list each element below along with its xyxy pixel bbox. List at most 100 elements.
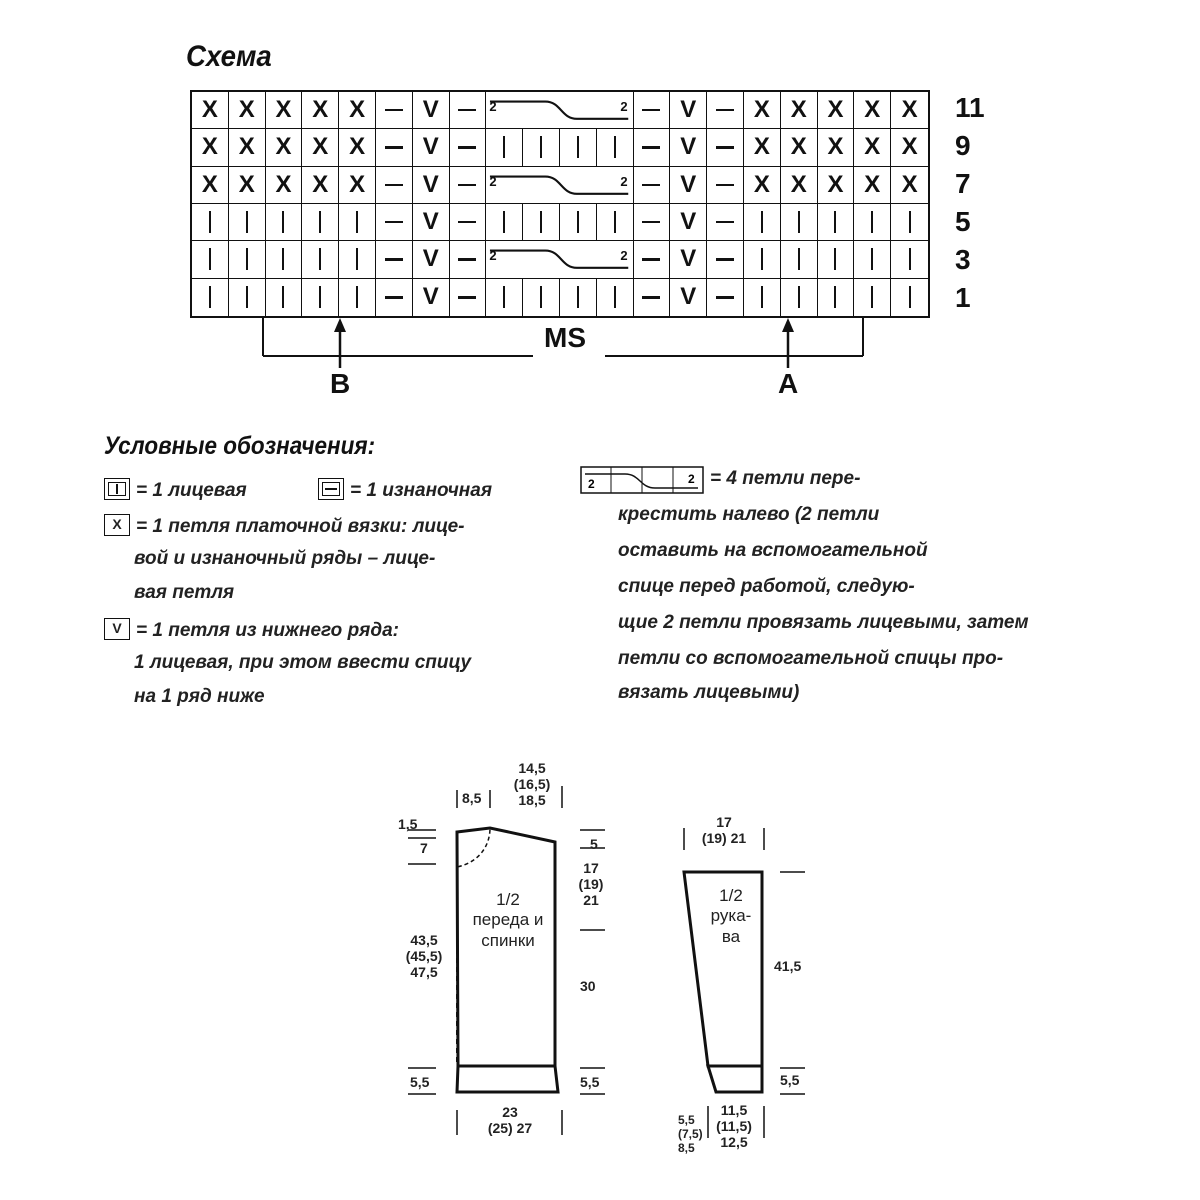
garter-symbol-icon: X	[201, 96, 218, 124]
chart-cell-garter: X	[817, 92, 855, 130]
chart-cell-knit	[523, 203, 560, 242]
garter-symbol-icon: X	[312, 96, 329, 124]
knit-symbol-icon	[319, 211, 322, 234]
chart-cell-garter: X	[265, 129, 303, 167]
knit-symbol-icon	[613, 211, 616, 234]
chart-cell-v: V	[670, 166, 708, 204]
knit-symbol-icon	[282, 211, 285, 234]
knit-symbol-icon	[908, 286, 911, 309]
purl-symbol-icon	[384, 183, 403, 187]
knit-symbol-icon	[245, 248, 248, 271]
garter-symbol-icon: X	[864, 170, 881, 198]
sleeve-right-length: 41,5	[774, 958, 802, 974]
chart-cell-purl	[633, 166, 671, 204]
knit-symbol-icon	[908, 248, 911, 271]
chart-cell-garter: X	[891, 92, 928, 130]
chart-cell-garter: X	[265, 166, 303, 204]
chart-cell-purl	[376, 278, 413, 316]
legend-garter-line2: вой и изнаночный ряды – лице-	[134, 548, 436, 569]
chart-cell-v: V	[670, 278, 708, 316]
knit-symbol-icon	[797, 248, 800, 271]
body-schematic	[408, 786, 605, 1135]
garter-symbol-icon: X	[312, 170, 329, 198]
chart-cell-purl	[375, 92, 413, 130]
chart-cell-purl	[449, 129, 487, 167]
chart-cell-knit	[743, 203, 781, 242]
chart-cell-garter: X	[192, 92, 229, 130]
legend-v: V= 1 петля из нижнего ряда:	[104, 618, 399, 642]
chart-cell-knit	[818, 278, 855, 316]
legend-title: Условные обозначения:	[104, 432, 376, 460]
cable-num-left: 2	[489, 173, 497, 189]
garter-symbol-icon: X	[827, 133, 844, 161]
knit-symbol-icon	[540, 286, 543, 309]
chart-cell-garter: X	[302, 166, 340, 204]
chart-cell-garter: X	[228, 166, 266, 204]
chart-cell-v: V	[670, 203, 708, 242]
purl-symbol-icon	[716, 258, 735, 261]
purl-symbol-icon	[384, 220, 403, 224]
knit-symbol-icon	[613, 286, 616, 309]
legend-cable-line7: вязать лицевыми)	[618, 682, 800, 703]
chart-cell-knit	[854, 203, 892, 242]
knit-symbol-icon	[797, 211, 800, 234]
chart-cell-purl	[707, 129, 744, 167]
chart-cell-knit	[596, 129, 634, 167]
chart-cell-purl	[450, 278, 487, 316]
v-symbol-icon: V	[422, 133, 439, 161]
garter-symbol-icon: X	[312, 133, 329, 161]
knit-symbol-icon	[319, 248, 322, 271]
chart-cell-purl	[633, 203, 671, 242]
chart-cell-knit	[265, 203, 303, 242]
knit-symbol-icon	[245, 211, 248, 234]
garter-symbol-icon: X	[753, 96, 770, 124]
garter-symbol-icon: X	[901, 170, 918, 198]
knit-symbol-icon	[540, 136, 543, 159]
chart-cell-garter: X	[780, 129, 818, 167]
knit-symbol-icon	[576, 136, 579, 159]
chart-cell-garter: X	[228, 129, 266, 167]
chart-cell-purl	[375, 203, 413, 242]
body-top-shoulder: 14,5(16,5)18,5	[513, 760, 551, 808]
knit-symbol-icon	[576, 286, 579, 309]
knit-symbol-icon	[908, 211, 911, 234]
chart-cell-purl	[707, 241, 744, 279]
chart-cell-knit	[192, 203, 229, 242]
chart-cell-knit	[302, 241, 340, 279]
knit-symbol-icon	[834, 286, 837, 309]
purl-symbol-icon	[458, 146, 477, 149]
garter-symbol-icon: X	[864, 96, 881, 124]
purl-symbol-icon	[716, 296, 735, 299]
v-symbol-icon: V	[422, 208, 439, 236]
chart-cell-purl	[375, 241, 413, 279]
chart-cell-v: V	[412, 129, 450, 167]
chart-cell-garter: X	[891, 167, 928, 204]
garter-symbol-icon: X	[201, 133, 218, 161]
knit-symbol-icon	[503, 286, 506, 309]
chart-cell-knit	[817, 241, 855, 279]
chart-cell-purl	[449, 92, 487, 130]
knit-symbol-icon	[503, 136, 506, 159]
chart-cell-knit	[597, 278, 634, 316]
chart-cell-purl	[634, 278, 671, 316]
cable-num-left: 2	[588, 477, 595, 491]
purl-symbol-icon	[642, 183, 661, 187]
chart-cell-knit	[266, 278, 303, 316]
row-label: 1	[955, 282, 971, 313]
chart-cell-knit	[559, 203, 597, 242]
knit-symbol-icon	[104, 478, 130, 500]
legend-v-line2: 1 лицевая, при этом ввести спицу	[134, 652, 472, 673]
legend-cable-line6: петли со вспомогательной спицы про-	[618, 648, 1004, 669]
knit-symbol-icon	[613, 136, 616, 159]
v-symbol-icon: V	[422, 170, 439, 198]
garter-symbol-icon: X	[201, 170, 218, 198]
chart-cell-v: V	[412, 166, 450, 204]
body-bottom-width: 23(25) 27	[487, 1104, 533, 1136]
ms-bracket	[262, 318, 864, 368]
chart-cell-purl	[707, 203, 744, 242]
legend-garter: X= 1 петля платочной вязки: лице-	[104, 514, 464, 538]
chart-cell-garter: X	[302, 92, 340, 130]
chart-cell-v: V	[670, 92, 708, 130]
chart-cell-knit	[302, 278, 340, 316]
